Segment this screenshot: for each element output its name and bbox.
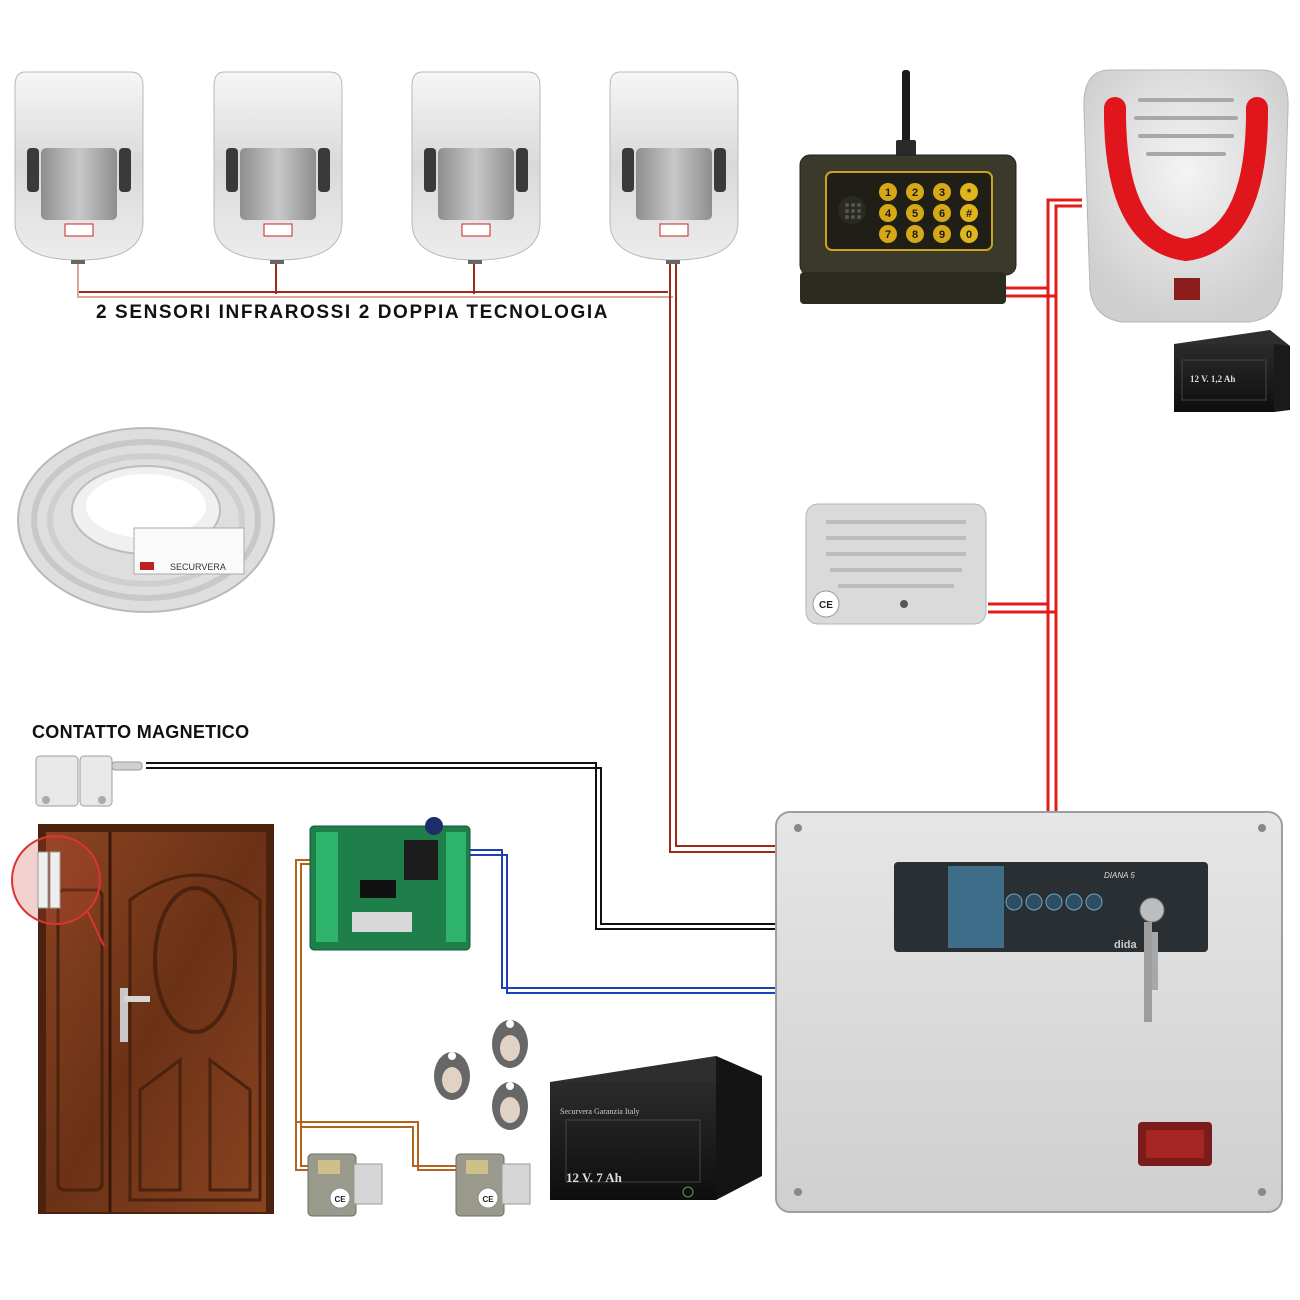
cable-brand: SECURVERA [170,562,226,572]
receiver-board [309,817,471,951]
wire-magnetic-contact [146,762,780,930]
wire-receiver [470,849,780,994]
keypad-key [933,183,951,201]
keypad-key-label: 3 [939,187,945,199]
keypad-key [906,183,924,201]
pir-sensor [609,71,739,264]
keypad-key [960,225,978,243]
keypad-key-label: 5 [912,208,918,220]
rfid-tag [492,1082,528,1130]
speaker-grille-icon [838,196,866,224]
brand-logo-icon [1174,278,1200,300]
pir-sensor [213,71,343,264]
wire-siren-bus [988,198,1082,812]
gsm-keypad-dialer: 1 2 3 * 4 5 6 #7 8 9 0 [799,70,1017,304]
keypad-key-label: 7 [885,229,891,241]
keypad-key [933,204,951,222]
tag-reader-ce: CE [482,1195,494,1204]
tag-reader-ce: CE [334,1195,346,1204]
keypad-keys: 1 2 3 * 4 5 6 #7 8 9 0 [879,183,978,243]
pir-sensor [14,71,144,264]
cable-coil: SECURVERA [17,427,275,613]
keypad-key-label: 9 [939,229,945,241]
keypad-key [933,225,951,243]
control-panel: DIANA 5 dida [775,811,1283,1213]
keypad-key [906,204,924,222]
indoor-siren: CE [805,503,987,625]
magnetic-contact-caption: CONTATTO MAGNETICO [32,722,250,742]
indoor-siren-ce: CE [819,600,833,611]
antenna-icon [902,70,910,154]
keypad-key-label: 2 [912,187,918,199]
keypad-key [879,225,897,243]
panel-model: DIANA 5 [1104,871,1135,880]
recycle-icon [682,1186,694,1198]
keypad-key-label: 1 [885,187,891,199]
keypad-key [960,204,978,222]
rfid-tag [492,1020,528,1068]
battery-large-brand: Securvera Garanzia Italy [560,1107,640,1116]
wire-sensor-bus [77,262,780,853]
key-icon [1139,897,1165,1022]
magnetic-contact [35,755,143,807]
battery-large-label: 12 V. 7 Ah [566,1170,623,1185]
keypad-key-label: 8 [912,229,918,241]
pir-sensor [411,71,541,264]
keypad-key [906,225,924,243]
keypad-key-label: 0 [966,229,972,241]
keypad-key-label: * [967,187,972,199]
rfid-tag [434,1052,470,1100]
keypad-key-label: 4 [885,208,892,220]
battery-large: Securvera Garanzia Italy 12 V. 7 Ah [550,1056,762,1200]
battery-small: 12 V. 1,2 Ah [1174,330,1290,412]
door [11,824,274,1214]
keypad-key [960,183,978,201]
battery-small-label: 12 V. 1,2 Ah [1190,374,1235,384]
keypad-key [879,204,897,222]
tag-reader: CE [307,1153,383,1217]
outdoor-siren [1083,69,1289,323]
tag-reader: CE [455,1153,531,1217]
panel-brand-mark: dida [1114,939,1137,951]
sensors-caption: 2 SENSORI INFRAROSSI 2 DOPPIA TECNOLOGIA [96,302,610,323]
status-leds [1005,893,1103,911]
wire-tag-readers [295,859,456,1171]
door-handle-icon [120,988,128,1042]
keypad-key-label: 6 [939,208,945,220]
keypad-key-label: # [966,208,972,220]
keypad-key [879,183,897,201]
